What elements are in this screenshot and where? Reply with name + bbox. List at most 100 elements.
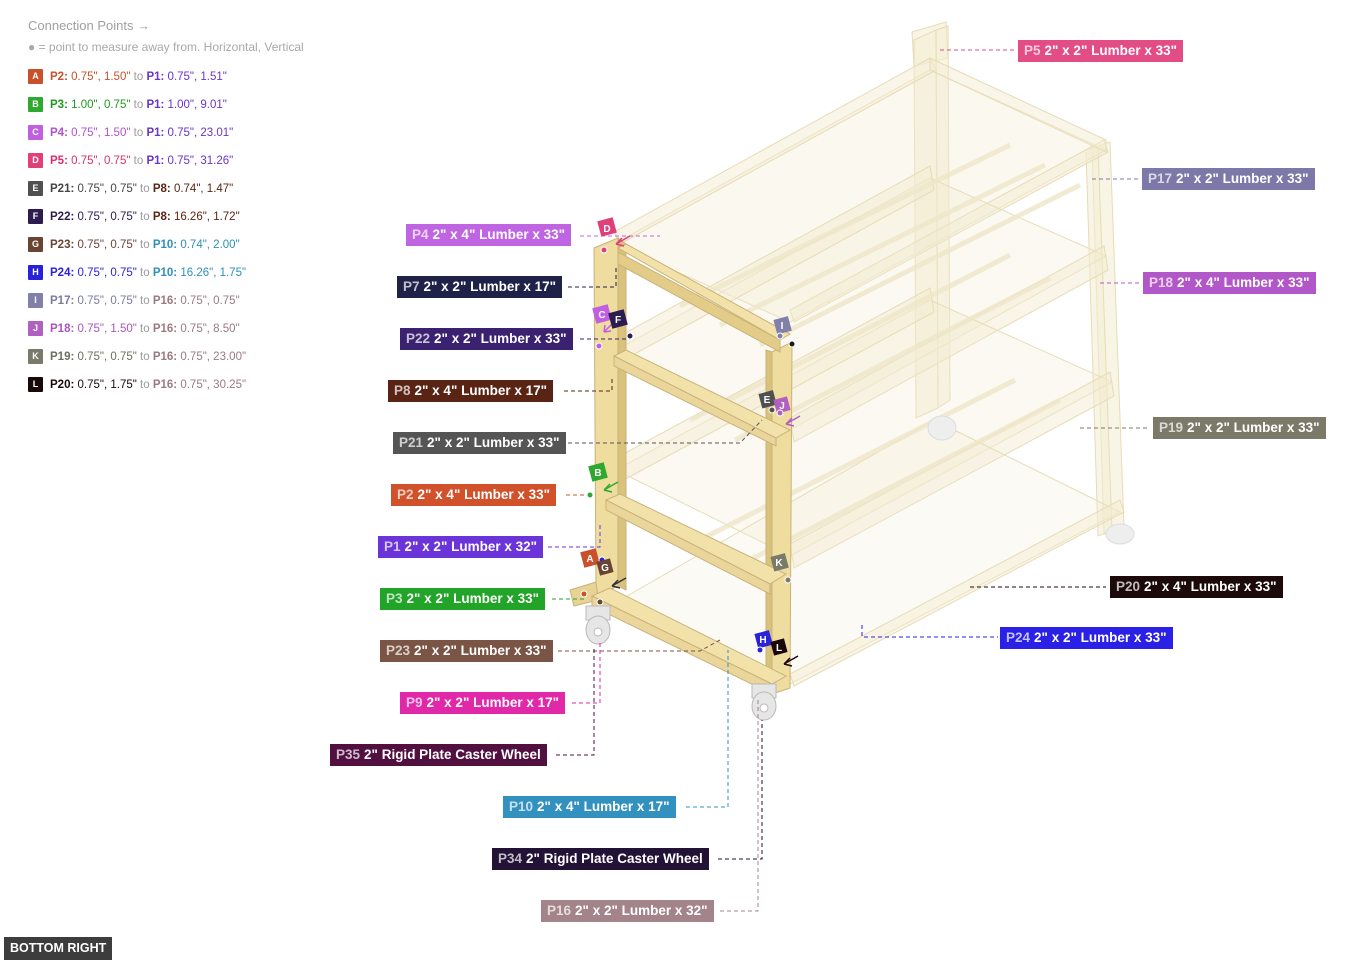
svg-text:I: I (781, 321, 784, 332)
part-id: P21 (399, 435, 424, 450)
connection-from-value: 0.75", 0.75" (77, 351, 137, 363)
part-name: 2" Rigid Plate Caster Wheel (526, 851, 703, 866)
connection-key-badge: D (28, 153, 43, 169)
connection-to-word: to (140, 295, 150, 307)
part-name: 2" x 2" Lumber x 33" (406, 591, 540, 606)
svg-text:G: G (601, 563, 609, 574)
part-name: 2" x 2" Lumber x 33" (427, 435, 560, 450)
connection-from-value: 0.75", 0.75" (77, 295, 137, 307)
connection-key-badge: H (28, 265, 43, 281)
connection-to-value: 0.75", 31.26" (167, 155, 234, 167)
marker-j: J (773, 396, 801, 427)
connection-to-value: 0.75", 30.25" (180, 379, 247, 391)
connection-from-value: 0.75", 1.50" (77, 323, 137, 335)
part-name: 2" x 2" Lumber x 33" (1034, 630, 1167, 645)
connection-from-part: P21: (50, 183, 75, 195)
connection-to-part: P8: (152, 183, 171, 195)
ghost-casters (927, 415, 1135, 545)
connection-key-badge: J (28, 321, 43, 337)
part-id: P24 (1006, 630, 1031, 645)
connection-to-word: to (140, 351, 150, 363)
connection-from-part: P18: (50, 323, 75, 335)
svg-text:J: J (779, 401, 785, 412)
marker-b: B (586, 462, 619, 499)
connection-to-part: P1: (146, 127, 165, 139)
part-name: 2" x 4" Lumber x 17" (414, 383, 548, 398)
svg-text:D: D (603, 224, 610, 235)
connection-to-value: 16.26", 1.72" (173, 211, 240, 223)
part-name: 2" x 2" Lumber x 33" (1187, 420, 1320, 435)
connection-to-word: to (140, 379, 150, 391)
connection-from-value: 0.75", 0.75" (77, 267, 137, 279)
part-id: P34 (498, 851, 523, 866)
part-name: 2" x 4" Lumber x 33" (1144, 579, 1277, 594)
connection-to-word: to (133, 71, 144, 83)
connection-key-badge: E (28, 181, 43, 197)
marker-g: G (596, 558, 627, 606)
connection-to-word: to (140, 267, 150, 279)
connection-to-word: to (140, 183, 150, 195)
leader-lines (548, 49, 1150, 912)
part-id: P8 (394, 383, 411, 398)
connection-from-part: P19: (50, 351, 75, 363)
legend-title: Connection Points → (28, 18, 151, 33)
part-name: 2" x 2" Lumber x 33" (434, 331, 567, 346)
marker-i: I (773, 316, 796, 348)
connection-to-word: to (133, 155, 144, 167)
connection-to-part: P10: (152, 239, 178, 251)
connection-to-part: P8: (152, 211, 171, 223)
connection-to-word: to (133, 99, 144, 111)
connection-from-part: P3: (50, 99, 68, 111)
part-id: P4 (412, 227, 429, 242)
caster-wheels (585, 605, 777, 721)
connection-from-part: P2: (50, 71, 68, 83)
part-id: P9 (406, 695, 423, 710)
connection-from-value: 0.75", 1.50" (71, 71, 131, 83)
connection-to-part: P1: (146, 71, 165, 83)
connection-to-word: to (140, 323, 150, 335)
part-name: 2" x 2" Lumber x 17" (426, 695, 560, 710)
part-id: P10 (509, 799, 534, 814)
part-name: 2" x 4" Lumber x 17" (537, 799, 670, 814)
connection-from-value: 0.75", 0.75" (77, 239, 137, 251)
part-name: 2" x 4" Lumber x 33" (432, 227, 566, 242)
connection-to-part: P1: (146, 155, 165, 167)
part-id: P3 (386, 591, 403, 606)
part-id: P16 (547, 903, 572, 918)
part-id: P23 (386, 643, 411, 658)
connection-key-badge: A (28, 69, 43, 85)
marker-h: H (754, 630, 773, 654)
svg-text:H: H (759, 635, 766, 646)
connection-key-badge: K (28, 349, 43, 365)
connection-to-part: P16: (152, 351, 178, 363)
connection-to-word: to (140, 211, 150, 223)
marker-e: E (758, 390, 777, 414)
view-orientation-badge: BOTTOM RIGHT (4, 937, 113, 960)
connection-to-part: P10: (152, 267, 178, 279)
connection-from-part: P5: (50, 155, 68, 167)
connection-from-value: 1.00", 0.75" (71, 99, 131, 111)
svg-text:K: K (775, 558, 783, 569)
part-id: P22 (406, 331, 431, 346)
connection-to-value: 0.75", 8.50" (180, 323, 240, 335)
svg-text:F: F (615, 315, 621, 326)
connection-from-value: 0.75", 0.75" (77, 211, 137, 223)
